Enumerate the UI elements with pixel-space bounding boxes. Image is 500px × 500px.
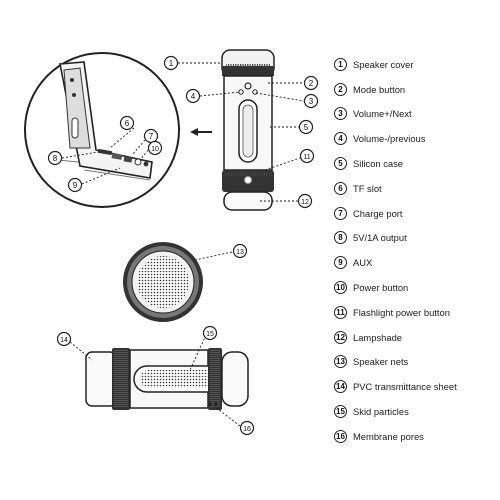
legend-number: 14	[334, 380, 347, 394]
legend-item: 16 Membrane pores	[334, 424, 496, 449]
legend-label: Power button	[353, 282, 409, 294]
legend-item: 13 Speaker nets	[334, 350, 496, 375]
callout-1: 1	[163, 55, 179, 71]
parts-legend: 1 Speaker cover 2 Mode button 3 Volume+/Nex…	[334, 52, 496, 449]
legend-label: Volume-/previous	[353, 133, 426, 145]
callout-13: 13	[232, 243, 248, 259]
legend-item: 15 Skid particles	[334, 399, 496, 424]
speaker-upright-view	[221, 49, 275, 211]
legend-label: Speaker nets	[353, 356, 409, 368]
legend-label: PVC transmittance sheet	[353, 381, 457, 393]
legend-number: 6	[334, 181, 347, 195]
legend-item: 14 PVC transmittance sheet	[334, 374, 496, 399]
legend-item: 10 Power button	[334, 275, 496, 300]
svg-text:2: 2	[309, 79, 314, 88]
svg-text:11: 11	[303, 154, 310, 161]
svg-text:12: 12	[301, 199, 309, 206]
callout-7: 7	[143, 128, 159, 144]
legend-number: 7	[334, 206, 347, 220]
legend-item: 3 Volume+/Next	[334, 102, 496, 127]
port-detail-view	[24, 52, 180, 208]
legend-label: Volume+/Next	[353, 108, 412, 120]
legend-label: Mode button	[353, 83, 406, 95]
svg-text:6: 6	[125, 119, 130, 128]
svg-text:4: 4	[191, 92, 196, 101]
callout-4: 4	[185, 88, 201, 104]
callout-9: 9	[67, 177, 83, 193]
callout-3: 3	[303, 93, 319, 109]
legend-label: TF slot	[353, 182, 382, 194]
callout-15: 15	[202, 325, 218, 341]
legend-number: 11	[334, 305, 347, 319]
svg-text:16: 16	[243, 426, 251, 433]
svg-text:7: 7	[149, 132, 154, 141]
legend-label: Flashlight power button	[353, 306, 450, 318]
svg-text:15: 15	[206, 331, 214, 338]
svg-text:10: 10	[151, 146, 159, 153]
legend-number: 13	[334, 355, 347, 369]
legend-item: 4 Volume-/previous	[334, 126, 496, 151]
svg-text:8: 8	[53, 154, 58, 163]
legend-label: 5V/1A output	[353, 232, 407, 244]
legend-number: 15	[334, 405, 347, 419]
callout-12: 12	[297, 193, 313, 209]
callout-10: 10	[147, 140, 163, 156]
speaker-top-view	[123, 242, 203, 322]
detail-arrow	[190, 128, 212, 136]
legend-item: 8 5V/1A output	[334, 226, 496, 251]
callout-11: 11	[299, 148, 315, 164]
callout-leaders	[61, 62, 305, 427]
legend-number: 8	[334, 231, 347, 245]
svg-text:3: 3	[309, 97, 314, 106]
legend-number: 10	[334, 281, 347, 295]
legend-label: Skid particles	[353, 406, 409, 418]
legend-label: AUX	[353, 257, 373, 269]
callout-14: 14	[56, 331, 72, 347]
svg-text:5: 5	[304, 123, 309, 132]
legend-label: Lampshade	[353, 331, 402, 343]
legend-label: Speaker cover	[353, 58, 414, 70]
callout-2: 2	[303, 75, 319, 91]
legend-item: 9 AUX	[334, 250, 496, 275]
legend-number: 12	[334, 330, 347, 344]
callout-bubbles: 1 2 3 4 5 6 7 8 9 10 11 12 13 14 15 16	[47, 55, 319, 436]
callout-6: 6	[119, 115, 135, 131]
legend-label: Membrane pores	[353, 430, 424, 442]
callout-8: 8	[47, 150, 63, 166]
legend-item: 7 Charge port	[334, 201, 496, 226]
legend-number: 1	[334, 57, 347, 71]
legend-item: 5 Silicon case	[334, 151, 496, 176]
legend-label: Silicon case	[353, 158, 404, 170]
legend-item: 1 Speaker cover	[334, 52, 496, 77]
svg-text:1: 1	[169, 59, 174, 68]
legend-number: 3	[334, 107, 347, 121]
legend-label: Charge port	[353, 207, 403, 219]
legend-item: 11 Flashlight power button	[334, 300, 496, 325]
svg-text:13: 13	[236, 249, 244, 256]
legend-number: 9	[334, 256, 347, 270]
legend-item: 2 Mode button	[334, 77, 496, 102]
callout-16: 16	[239, 420, 255, 436]
speaker-side-view	[85, 348, 249, 410]
legend-item: 6 TF slot	[334, 176, 496, 201]
legend-number: 2	[334, 82, 347, 96]
legend-number: 5	[334, 157, 347, 171]
svg-text:14: 14	[60, 337, 68, 344]
legend-item: 12 Lampshade	[334, 325, 496, 350]
legend-number: 16	[334, 429, 347, 443]
svg-text:9: 9	[73, 181, 78, 190]
legend-number: 4	[334, 132, 347, 146]
callout-5: 5	[298, 119, 314, 135]
